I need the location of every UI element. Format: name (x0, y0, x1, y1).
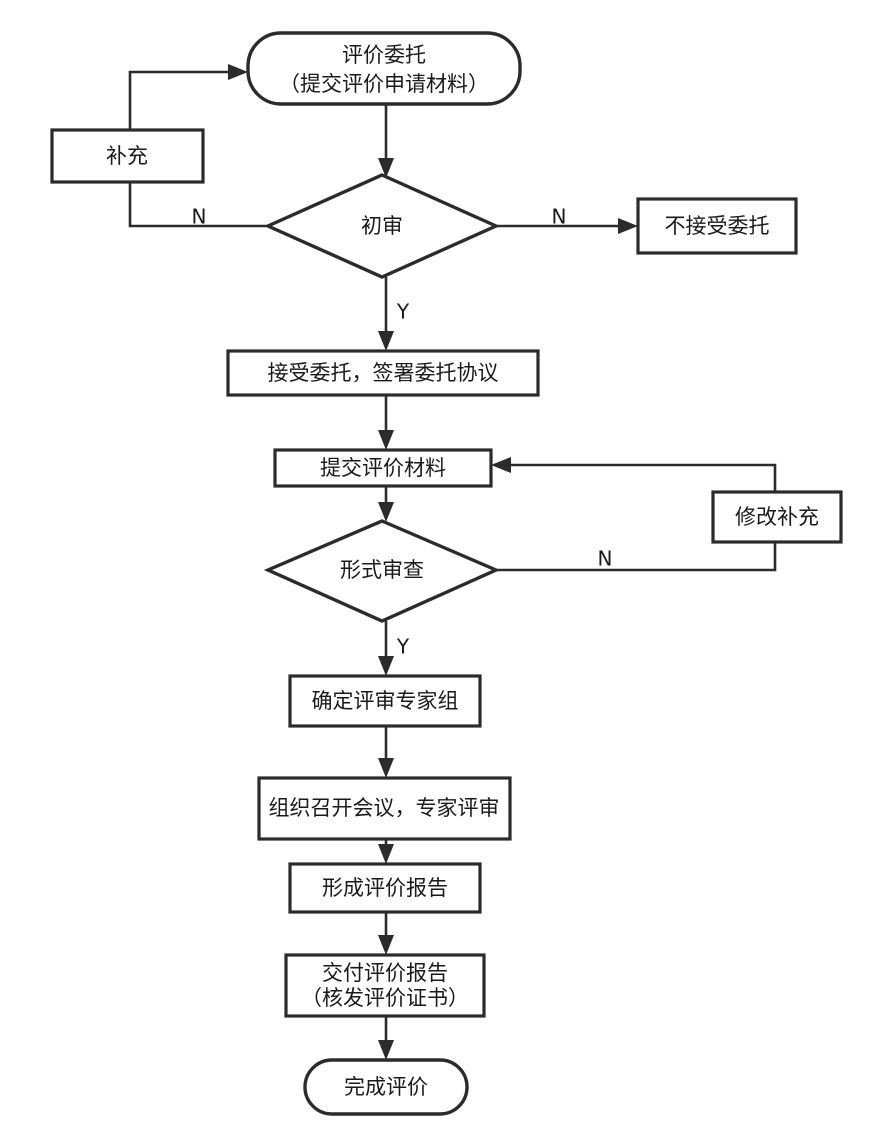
edge-accept-to-submit (378, 395, 394, 450)
edge-label-preliminary-no-left: N (192, 205, 207, 229)
node-revise-supplement-shape[interactable] (711, 490, 843, 544)
node-form-report-shape[interactable] (288, 862, 482, 914)
node-hold-meeting[interactable]: 组织召开会议，专家评审 (257, 776, 512, 841)
node-start-label-line1: 评价委托 (342, 43, 426, 67)
node-reject-label: 不接受委托 (665, 214, 770, 238)
node-start-label-line2: （提交评价申请材料） (279, 72, 489, 96)
edge-meeting-to-report (378, 839, 394, 864)
node-form-report[interactable]: 形成评价报告 (288, 862, 482, 914)
node-preliminary-review-shape[interactable] (263, 173, 501, 279)
node-supplement-shape[interactable] (50, 128, 205, 184)
node-deliver-report-label-line2: （核发评价证书） (301, 986, 469, 1010)
node-expert-group[interactable]: 确定评审专家组 (288, 674, 482, 728)
node-hold-meeting-shape[interactable] (257, 776, 512, 841)
node-finish-shape[interactable] (303, 1058, 469, 1116)
edge-preliminary-no-to-supplement (128, 182, 268, 228)
node-deliver-report-label-line1: 交付评价报告 (322, 961, 448, 985)
node-expert-group-label: 确定评审专家组 (312, 689, 459, 713)
edge-revise-to-submit (491, 457, 777, 492)
node-submit-materials-label: 提交评价材料 (320, 456, 446, 480)
node-start-shape[interactable] (246, 31, 522, 106)
node-revise-supplement[interactable]: 修改补充 (711, 490, 843, 544)
node-hold-meeting-label: 组织召开会议，专家评审 (269, 796, 500, 820)
node-formal-review[interactable]: 形式审查 (263, 519, 501, 623)
node-reject[interactable]: 不接受委托 (636, 197, 798, 255)
node-form-report-label: 形成评价报告 (322, 876, 448, 900)
node-finish[interactable]: 完成评价 (303, 1058, 469, 1116)
edge-report-to-deliver (378, 912, 394, 955)
edge-expert-to-meeting (378, 726, 394, 778)
node-finish-label: 完成评价 (344, 1075, 428, 1099)
node-revise-supplement-label: 修改补充 (735, 505, 819, 529)
edge-label-formal-yes: Y (396, 635, 410, 659)
node-supplement[interactable]: 补充 (50, 128, 205, 184)
node-formal-review-label: 形式审查 (340, 558, 424, 582)
edge-submit-to-formal (378, 486, 394, 522)
node-reject-shape[interactable] (636, 197, 798, 255)
edge-start-to-preliminary (378, 104, 394, 178)
edge-formal-no-to-revise (496, 542, 777, 572)
edge-label-preliminary-no-right: N (552, 205, 567, 229)
node-preliminary-review-label: 初审 (361, 214, 403, 238)
edge-label-preliminary-yes: Y (396, 300, 410, 324)
node-deliver-report[interactable]: 交付评价报告 （核发评价证书） (284, 953, 486, 1018)
edge-label-formal-no: N (598, 547, 613, 571)
node-expert-group-shape[interactable] (288, 674, 482, 728)
node-start[interactable]: 评价委托 （提交评价申请材料） (246, 31, 522, 106)
node-accept-sign[interactable]: 接受委托，签署委托协议 (226, 349, 540, 397)
edge-formal-yes-to-expert (378, 621, 394, 676)
node-submit-materials[interactable]: 提交评价材料 (273, 448, 493, 488)
edge-preliminary-no-to-reject (496, 218, 638, 234)
node-accept-sign-label: 接受委托，签署委托协议 (268, 361, 499, 385)
node-submit-materials-shape[interactable] (273, 448, 493, 488)
node-preliminary-review[interactable]: 初审 (263, 173, 501, 279)
node-deliver-report-shape[interactable] (284, 953, 486, 1018)
node-accept-sign-shape[interactable] (226, 349, 540, 397)
edge-supplement-to-start (128, 64, 248, 130)
edge-deliver-to-finish (378, 1016, 394, 1060)
node-supplement-label: 补充 (106, 144, 148, 168)
node-formal-review-shape[interactable] (263, 519, 501, 623)
edge-preliminary-yes-to-accept (378, 277, 394, 351)
